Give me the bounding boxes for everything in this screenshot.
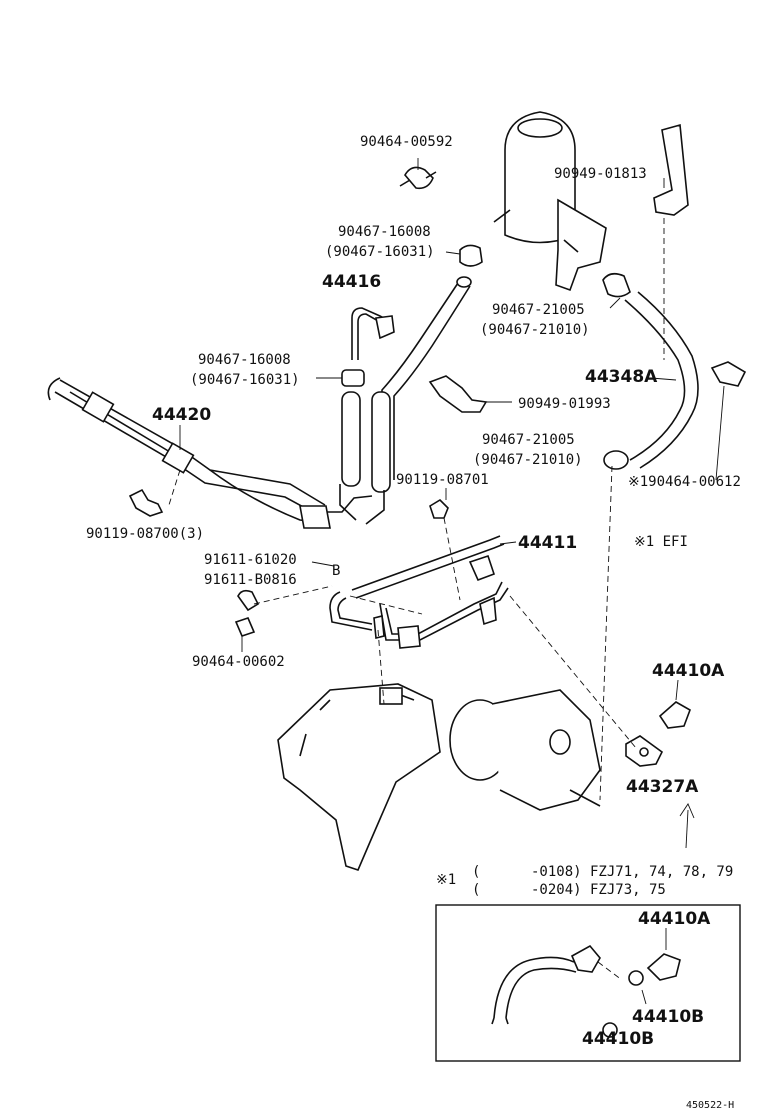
label-90464-00592: 90464-00592	[360, 134, 453, 150]
label-44410A-main: 44410A	[652, 661, 725, 681]
label-90119-08701: 90119-08701	[396, 472, 489, 488]
part-labels: 90464-00592 90949-01813 90467-16008 (904…	[86, 134, 741, 1049]
return-hose-44348A-illustration	[602, 272, 699, 470]
label-90464-00612: ※190464-00612	[628, 474, 741, 490]
label-44327A: 44327A	[626, 777, 699, 797]
note-mark: ※1	[436, 872, 456, 888]
label-90467-21010-b: (90467-21010)	[473, 452, 583, 468]
bolt-90119-08700-illustration	[128, 488, 164, 517]
power-steering-pump-illustration	[449, 689, 601, 811]
label-90467-16031-a: (90467-16031)	[325, 244, 435, 260]
hose-cooler-illustration	[341, 391, 391, 493]
pipe-44416-illustration	[351, 307, 395, 360]
steering-gear-box-illustration	[277, 683, 441, 871]
oil-cooler-44420-illustration	[47, 377, 385, 529]
applicability-notes: ※1 ( -0108) FZJ71, 74, 78, 79 ( -0204) F…	[436, 864, 733, 898]
label-44420: 44420	[152, 405, 211, 425]
label-44416: 44416	[322, 272, 381, 292]
label-91611-B0816: 91611-B0816	[204, 572, 297, 588]
label-90119-08700: 90119-08700(3)	[86, 526, 204, 542]
pressure-pipe-44411-illustration	[329, 535, 509, 649]
clamp-90464-00612-illustration	[710, 361, 747, 387]
label-efi-note: ※1 EFI	[634, 534, 688, 550]
label-44410A-inset: 44410A	[638, 909, 711, 929]
label-ref-B: B	[332, 563, 340, 579]
label-90949-01813: 90949-01813	[554, 166, 647, 182]
note-line-1: ( -0108) FZJ71, 74, 78, 79	[472, 864, 733, 880]
label-44410B-a: 44410B	[632, 1007, 704, 1027]
label-44410B-b: 44410B	[582, 1029, 654, 1049]
label-44411: 44411	[518, 533, 577, 553]
diagram-code: 450522-H	[686, 1100, 734, 1111]
bracket-90949-01813-illustration	[653, 123, 689, 216]
label-90467-16008-a: 90467-16008	[338, 224, 431, 240]
clip-90949-01993-illustration	[428, 375, 488, 413]
flange-44327A-illustration	[625, 735, 664, 767]
clamp-90464-00602-illustration	[234, 589, 260, 637]
label-90467-21005-a: 90467-21005	[492, 302, 585, 318]
inset-box	[435, 904, 741, 1062]
clamp-90467-16008-top-illustration	[459, 244, 483, 267]
reservoir-tank-illustration	[493, 111, 607, 292]
label-90464-00602: 90464-00602	[192, 654, 285, 670]
label-90467-21005-b: 90467-21005	[482, 432, 575, 448]
label-91611-61020: 91611-61020	[204, 552, 297, 568]
label-90467-21010-a: (90467-21010)	[480, 322, 590, 338]
label-90467-16031-b: (90467-16031)	[190, 372, 300, 388]
note-line-2: ( -0204) FZJ73, 75	[472, 882, 666, 898]
label-90467-16008-b: 90467-16008	[198, 352, 291, 368]
label-44348A: 44348A	[585, 367, 658, 387]
clamp-90464-00592-illustration	[399, 166, 437, 190]
hose-supply-illustration	[381, 276, 472, 480]
leader-lines	[167, 158, 725, 849]
label-90949-01993: 90949-01993	[518, 396, 611, 412]
union-bolt-44410A-illustration	[658, 701, 691, 729]
bolt-90119-08701-illustration	[429, 498, 449, 519]
clamp-90467-16008-mid-illustration	[341, 369, 365, 387]
